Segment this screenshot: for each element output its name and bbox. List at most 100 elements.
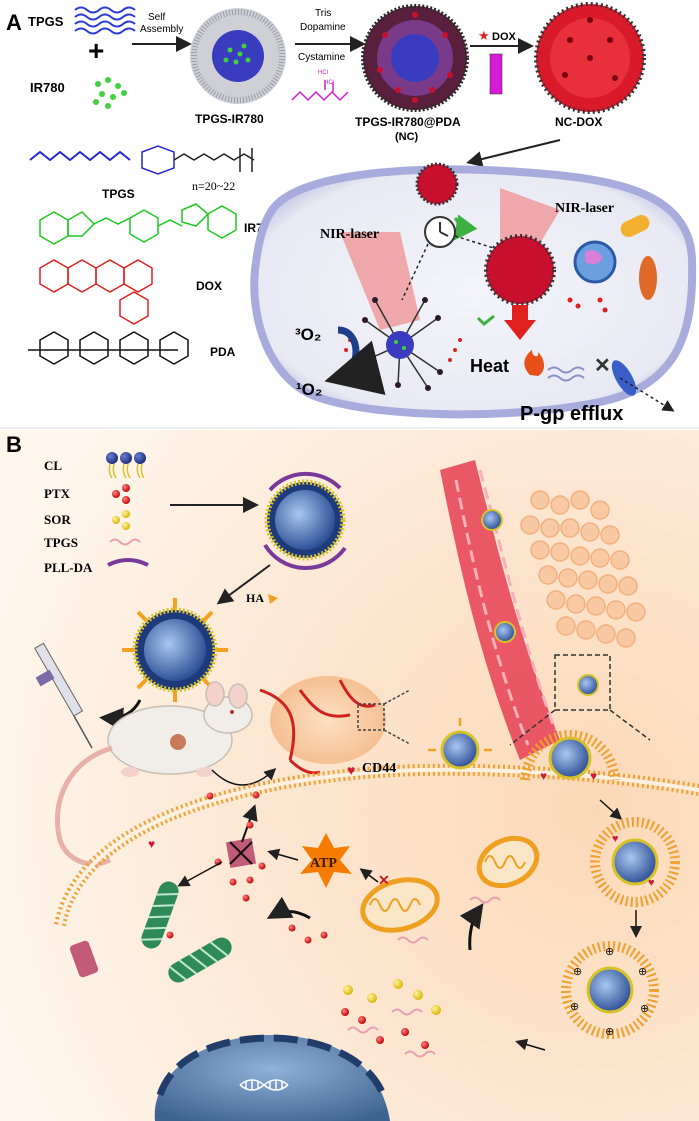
ptx-on-microtubule bbox=[166, 931, 174, 939]
release-arrow-b bbox=[266, 896, 311, 920]
legend: CL PTX SOR TPGS PLL-DA bbox=[44, 452, 149, 575]
svg-text:♥: ♥ bbox=[648, 877, 655, 889]
nc-particle bbox=[361, 4, 469, 112]
self-assembly-label-1: Self bbox=[148, 12, 165, 23]
plus-sign: + bbox=[88, 35, 104, 66]
pgp-pump-icon: ✕ bbox=[547, 355, 637, 396]
ha-arrow bbox=[216, 564, 271, 605]
syringe-icon bbox=[34, 642, 93, 749]
ir780-structure bbox=[39, 203, 237, 245]
reagent-tris: Tris bbox=[315, 8, 331, 19]
mouse-to-tumor-arrow bbox=[211, 767, 277, 786]
ptx-icon bbox=[112, 484, 130, 504]
inject-curve-arrow bbox=[99, 699, 142, 732]
mouse-icon bbox=[54, 681, 253, 867]
tpgs-wave-icon bbox=[74, 6, 136, 35]
endosome-arrow-1 bbox=[599, 799, 623, 821]
o2-triplet-label: ³O₂ bbox=[295, 325, 321, 344]
inhibit-arrow bbox=[359, 868, 379, 883]
sor-icon bbox=[112, 510, 130, 530]
endosome-arrow-3 bbox=[515, 1038, 546, 1051]
tumor-cell-cluster bbox=[520, 490, 646, 648]
mitochondrion-1 bbox=[360, 877, 440, 944]
svg-text:⊕: ⊕ bbox=[638, 966, 647, 978]
atp-arrow bbox=[267, 848, 299, 861]
endocytosis-vesicle: ♥ ♥ bbox=[520, 730, 620, 783]
green-arrow-1 bbox=[453, 214, 478, 241]
pgp-pump-b bbox=[225, 837, 257, 869]
tpgs-label: TPGS bbox=[28, 14, 64, 29]
zoom-line-left bbox=[509, 709, 556, 746]
svg-text:♥: ♥ bbox=[540, 769, 547, 783]
liposome-approach bbox=[428, 718, 492, 770]
reagent-cystamine: Cystamine bbox=[298, 52, 346, 63]
atp-starburst bbox=[300, 833, 352, 888]
nc-label-2: (NC) bbox=[395, 131, 419, 143]
pgp-efflux-arrow bbox=[619, 377, 675, 412]
microtubule-2 bbox=[168, 937, 232, 983]
clock-dash-right bbox=[454, 235, 501, 251]
tumor-icon bbox=[259, 676, 411, 775]
svg-text:⊕: ⊕ bbox=[573, 966, 582, 978]
atp-label: ATP bbox=[310, 856, 337, 871]
clock-dash-left bbox=[401, 243, 429, 301]
flame-icon bbox=[524, 350, 544, 376]
legend-sor: SOR bbox=[44, 512, 71, 527]
ir780-label: IR780 bbox=[30, 80, 65, 95]
svg-text:♥: ♥ bbox=[590, 769, 597, 783]
cd44-heart-icon: ♥ bbox=[347, 762, 355, 778]
zoom-liposome bbox=[577, 674, 599, 696]
reagent-dopamine: Dopamine bbox=[300, 22, 346, 33]
incoming-nc-dox bbox=[415, 162, 459, 206]
membrane-channel bbox=[69, 940, 99, 978]
svg-text:⊕: ⊕ bbox=[640, 1003, 649, 1015]
pll-da-icon bbox=[107, 558, 149, 567]
panel-a-label: A bbox=[6, 10, 22, 35]
dox-arrow-label: DOX bbox=[492, 31, 517, 43]
heat-arrow bbox=[504, 305, 536, 340]
nc-dox-in-cell bbox=[484, 234, 556, 306]
lysosome-icon bbox=[620, 215, 650, 237]
o2-conversion-arrow bbox=[324, 326, 386, 395]
ha-small-arrow bbox=[268, 594, 278, 604]
structure-tpgs-label: TPGS bbox=[102, 187, 135, 201]
o2-singlet-label: ¹O₂ bbox=[296, 380, 322, 399]
mitochondrion-2 bbox=[469, 835, 540, 904]
tpgs-icon bbox=[109, 538, 141, 546]
hcl-label-1: HCl bbox=[318, 70, 328, 76]
cystamine-structure bbox=[291, 80, 349, 102]
endosome-1: ♥ ♥ bbox=[590, 817, 680, 907]
ha-label: HA bbox=[246, 591, 264, 605]
nc-dox-particle bbox=[534, 2, 646, 114]
svg-text:♥: ♥ bbox=[612, 833, 619, 845]
blood-vessel bbox=[440, 460, 560, 760]
liposome-ha bbox=[122, 598, 228, 702]
mitochondrion-icon bbox=[639, 256, 657, 300]
legend-cl: CL bbox=[44, 458, 62, 473]
ir780-dots-icon bbox=[93, 77, 127, 109]
endosome-icon bbox=[573, 240, 617, 284]
laser-cone-left bbox=[340, 232, 420, 330]
hcl-label-2: HCl bbox=[324, 80, 334, 86]
heat-label: Heat bbox=[470, 356, 509, 376]
dox-dots bbox=[567, 297, 608, 313]
zoom-box bbox=[554, 654, 611, 711]
cd44-label: CD44 bbox=[362, 761, 396, 776]
structure-pda-label: PDA bbox=[210, 345, 236, 359]
svg-text:⊕: ⊕ bbox=[570, 1001, 579, 1013]
tpgs-structure bbox=[29, 145, 255, 175]
inhibit-x-icon: ✕ bbox=[378, 872, 390, 888]
vessel-liposomes bbox=[481, 509, 516, 643]
nir-laser-left-label: NIR-laser bbox=[320, 227, 379, 242]
green-check-arrow bbox=[476, 314, 495, 327]
ptx-dots-b bbox=[206, 791, 328, 944]
cd44-heart-icon-2: ♥ bbox=[148, 837, 155, 851]
drug-release bbox=[341, 979, 441, 1058]
panel-a: A TPGS + IR780 Self Assembly bbox=[0, 0, 699, 428]
nc-dox-to-cell-arrow bbox=[466, 139, 561, 167]
release-curve-arrow bbox=[459, 903, 484, 951]
cl-icon bbox=[106, 452, 146, 479]
panel-b-label: B bbox=[6, 432, 22, 457]
svg-text:✕: ✕ bbox=[594, 355, 611, 377]
